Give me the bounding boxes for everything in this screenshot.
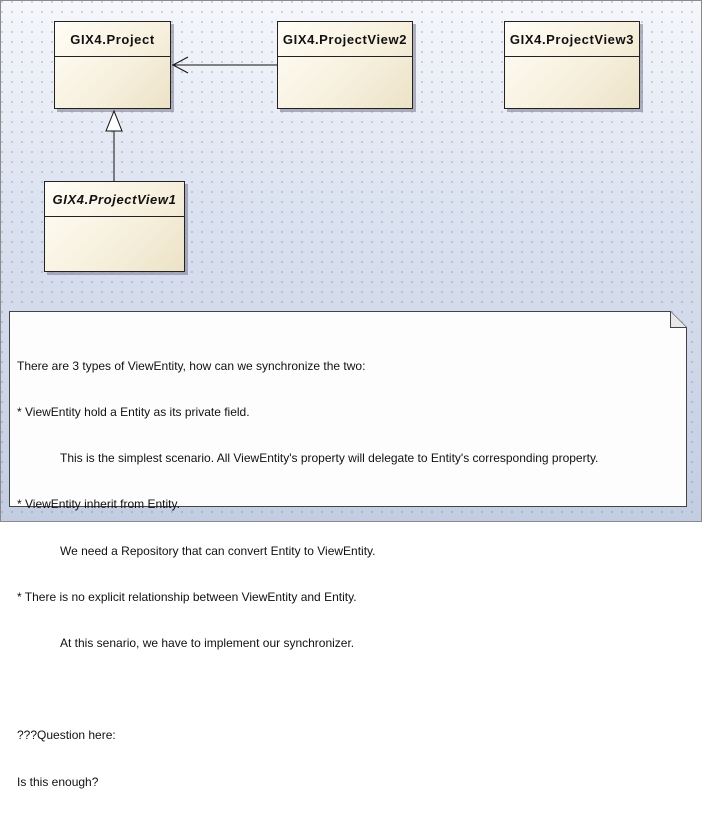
note-shape	[9, 311, 687, 507]
diagram-canvas: GIX4.Project GIX4.ProjectView2 GIX4.Proj…	[0, 0, 702, 789]
association-arrowhead	[171, 56, 189, 74]
note-text: There are 3 types of ViewEntity, how can…	[17, 328, 665, 821]
note-line: There are 3 types of ViewEntity, how can…	[17, 358, 366, 373]
class-name: GIX4.Project	[55, 22, 170, 57]
class-gix4-projectview2[interactable]: GIX4.ProjectView2	[277, 21, 413, 109]
note-line: * There is no explicit relationship betw…	[17, 589, 357, 604]
note-line	[17, 682, 665, 697]
note-line: * ViewEntity inherit from Entity.	[17, 497, 180, 512]
generalization-triangle	[105, 109, 123, 132]
note-line: At this senario, we have to implement ou…	[60, 636, 355, 651]
class-gix4-projectview1[interactable]: GIX4.ProjectView1	[44, 181, 185, 272]
note-line: We need a Repository that can convert En…	[60, 543, 376, 558]
note[interactable]: There are 3 types of ViewEntity, how can…	[9, 311, 687, 789]
class-name: GIX4.ProjectView1	[45, 182, 184, 217]
class-gix4-project[interactable]: GIX4.Project	[54, 21, 171, 109]
class-gix4-projectview3[interactable]: GIX4.ProjectView3	[504, 21, 640, 109]
note-line: This is the simplest scenario. All ViewE…	[60, 451, 599, 466]
note-line: * ViewEntity hold a Entity as its privat…	[17, 405, 250, 420]
note-line: ???Question here:	[17, 728, 116, 743]
class-name: GIX4.ProjectView3	[505, 22, 639, 57]
class-name: GIX4.ProjectView2	[278, 22, 412, 57]
note-line: Is this enough?	[17, 774, 99, 789]
